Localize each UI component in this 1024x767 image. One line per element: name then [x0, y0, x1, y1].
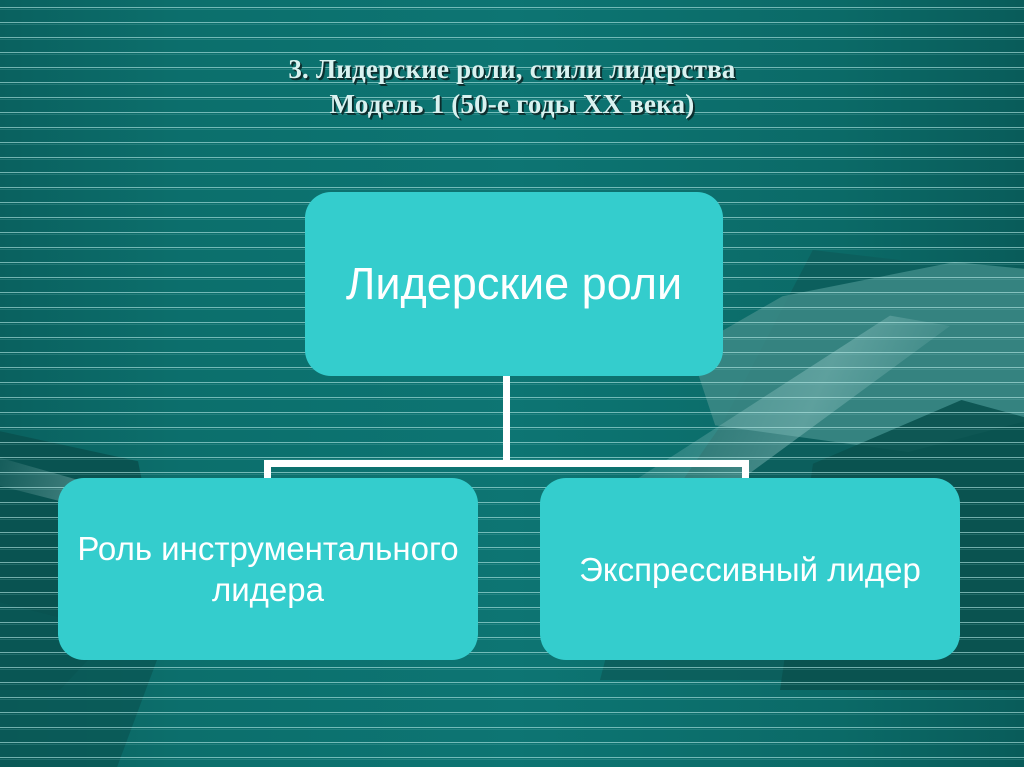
slide-title-line-1: 3. Лидерские роли, стили лидерства [288, 54, 736, 84]
connector-vertical-stem [503, 375, 510, 467]
slide-title-line-2: Модель 1 (50-е годы XX века) [329, 89, 695, 119]
slide-title: 3. Лидерские роли, стили лидерства Модел… [0, 52, 1024, 122]
diagram-node-root[interactable]: Лидерские роли [305, 192, 723, 376]
connector-horizontal-bar [264, 460, 749, 467]
connector-drop-right [742, 460, 749, 480]
diagram-node-expressive-leader[interactable]: Экспрессивный лидер [540, 478, 960, 660]
diagram-node-root-label: Лидерские роли [345, 258, 683, 309]
diagram-node-instrumental-leader-label: Роль инструментального лидера [77, 530, 459, 608]
connector-drop-left [264, 460, 271, 480]
diagram-node-expressive-leader-label: Экспрессивный лидер [579, 550, 921, 588]
diagram-node-instrumental-leader[interactable]: Роль инструментального лидера [58, 478, 478, 660]
